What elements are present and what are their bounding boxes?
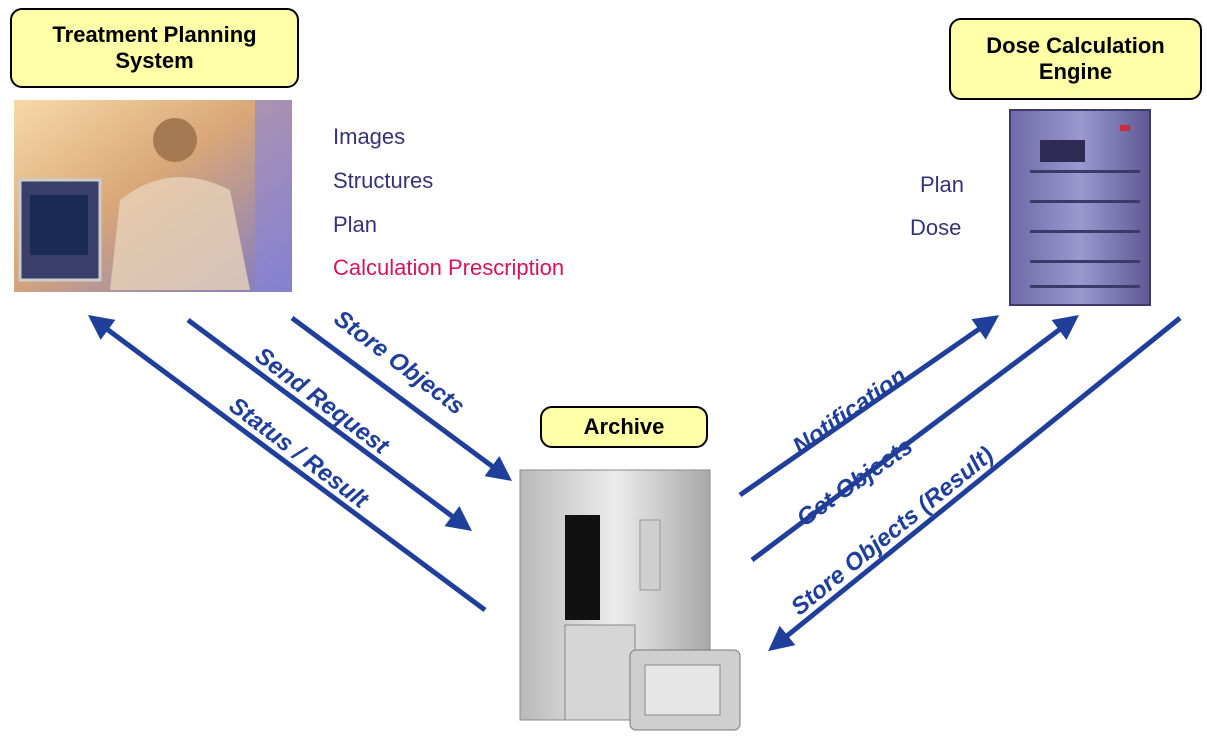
object-calculation-prescription: Calculation Prescription — [333, 255, 565, 280]
store-objects-result-arrow — [768, 316, 1182, 652]
object-structures: Structures — [333, 168, 434, 193]
dce-object-plan: Plan — [920, 172, 965, 197]
box-line-1: Dose Calculation — [986, 33, 1165, 58]
status-result-arrow — [87, 315, 487, 613]
archive-box: Archive — [540, 406, 708, 448]
archive-label: Archive — [583, 414, 665, 439]
object-images: Images — [333, 124, 406, 149]
treatment-planning-image — [14, 100, 292, 292]
server-image — [1009, 109, 1151, 306]
get-objects-arrow — [750, 315, 1080, 563]
object-plan: Plan — [333, 212, 378, 237]
archive-image — [519, 469, 741, 731]
box-line-2: System — [115, 48, 194, 73]
box-line-2: Engine — [1038, 59, 1113, 84]
box-line-1: Treatment Planning — [52, 22, 257, 47]
dose-calculation-engine-box: Dose Calculation Engine — [949, 18, 1202, 100]
notification-arrow — [738, 315, 1000, 498]
store-objects-arrow — [290, 315, 513, 481]
treatment-planning-system-box: Treatment Planning System — [10, 8, 299, 88]
send-request-arrow — [186, 317, 473, 531]
dce-object-dose: Dose — [910, 215, 962, 240]
